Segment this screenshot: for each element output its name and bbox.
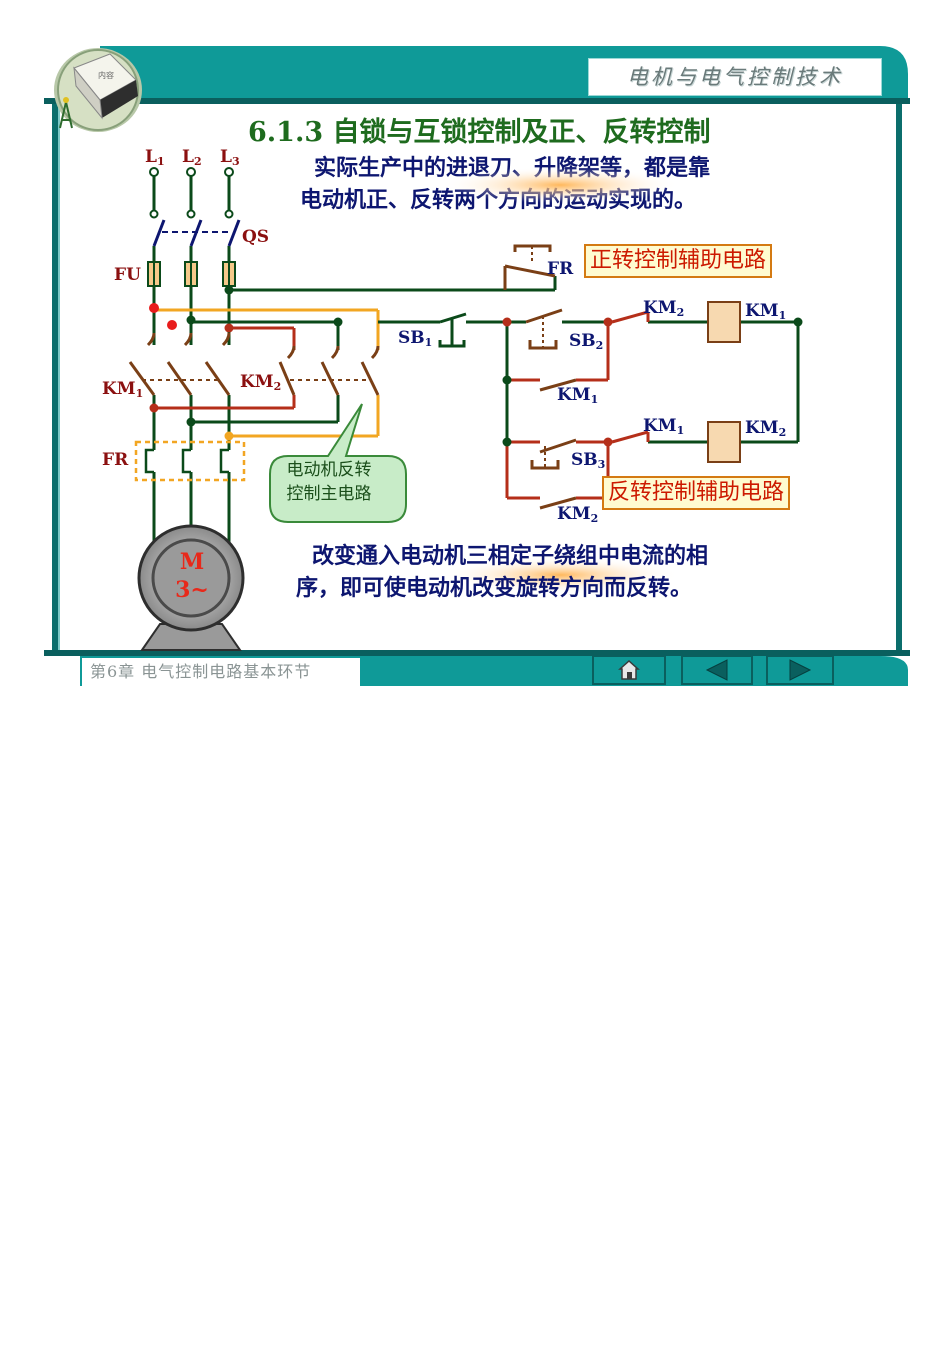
- aux-junctions: [502, 317, 803, 447]
- motor-phase: 3~: [175, 577, 209, 603]
- slide: 内容 电机与电气控制技术 6.1.3 自锁与互锁控制及正、反转控制 实际生产中的…: [44, 46, 910, 690]
- arrow-left-icon: [705, 659, 728, 681]
- conclusion-line-2: 序，即可使电动机改变旋转方向而反转。: [296, 575, 693, 601]
- prev-button[interactable]: [681, 655, 753, 685]
- cross-wires-red: [154, 326, 296, 410]
- text-glow-2: [440, 557, 680, 593]
- label-qs: QS: [242, 227, 270, 247]
- label-fr-main: FR: [102, 450, 129, 470]
- book-cover: [100, 80, 138, 118]
- fr-aux-contact: [503, 244, 556, 290]
- motor-m: M: [179, 549, 205, 575]
- book-logo: 内容: [54, 48, 142, 132]
- fu-fuses: [147, 261, 236, 287]
- label-sb3: SB3: [571, 450, 606, 471]
- fr-thermal: [134, 440, 246, 482]
- home-icon: [618, 659, 640, 680]
- label-km1-coil: KM1: [745, 301, 787, 322]
- km1-main-contacts: [128, 332, 231, 396]
- label-km1-hold: KM1: [557, 385, 599, 406]
- km2-hold-contact: [539, 496, 577, 510]
- label-km2-coil: KM2: [745, 418, 787, 439]
- label-km2-main: KM2: [240, 372, 282, 393]
- sb1-button: [438, 312, 467, 348]
- reverse-circuit-label: 反转控制辅助电路: [602, 476, 791, 510]
- footer-rule: [44, 650, 910, 656]
- km2-coil: [707, 421, 741, 463]
- motor-label: M 3~: [170, 548, 214, 604]
- label-sb2: SB2: [569, 331, 604, 352]
- label-km2-hold: KM2: [557, 504, 599, 525]
- callout-line-2: 控制主电路: [286, 484, 372, 504]
- conclusion-text: 改变通入电动机三相定子绕组中电流的相 序，即可使电动机改变旋转方向而反转。: [296, 540, 826, 604]
- text-glow: [440, 167, 680, 203]
- arrow-right-icon: [789, 659, 812, 681]
- left-border: [52, 104, 58, 652]
- junction-dots: [149, 285, 343, 441]
- label-fu: FU: [114, 265, 141, 285]
- home-button[interactable]: [592, 655, 666, 685]
- sb3-button: [530, 438, 577, 470]
- supply-terminals: [149, 167, 234, 219]
- km2-interlock-contact: [611, 310, 650, 324]
- label-l2: L2: [182, 147, 202, 168]
- label-l3: L3: [220, 147, 240, 168]
- km2-main-contacts: [278, 345, 380, 396]
- conclusion-line-1: 改变通入电动机三相定子绕组中电流的相: [312, 543, 709, 569]
- label-km2-interlock: KM2: [643, 298, 685, 319]
- aux-wires-green: [378, 276, 800, 444]
- header-title: 电机与电气控制技术: [588, 58, 882, 96]
- section-title: 6.1.3 自锁与互锁控制及正、反转控制: [248, 117, 711, 148]
- circuit-diagram: [128, 167, 803, 651]
- chapter-footer: 第6章 电气控制电路基本环节: [82, 658, 360, 686]
- motor: [137, 524, 245, 651]
- next-button[interactable]: [766, 655, 834, 685]
- km1-coil: [707, 301, 741, 343]
- main-circuit-callout: [269, 403, 407, 523]
- left-border-highlight: [58, 104, 60, 652]
- logo-text: 内容: [98, 70, 114, 80]
- right-border: [896, 104, 902, 652]
- km1-interlock-contact: [611, 430, 650, 444]
- label-l1: L1: [145, 147, 165, 168]
- label-fr-aux: FR: [547, 259, 574, 279]
- forward-circuit-label: 正转控制辅助电路: [584, 244, 773, 278]
- main-circuit-callout-text: 电动机反转 控制主电路: [270, 458, 388, 506]
- label-km1-main: KM1: [102, 379, 144, 400]
- sb2-button: [525, 308, 563, 350]
- km1-hold-contact: [539, 378, 577, 392]
- footer-gap: [44, 656, 80, 690]
- callout-line-1: 电动机反转: [286, 460, 372, 480]
- label-km1-interlock: KM1: [643, 416, 685, 437]
- header-rule: [44, 98, 910, 104]
- label-sb1: SB1: [398, 328, 433, 349]
- qs-switch: [152, 219, 241, 247]
